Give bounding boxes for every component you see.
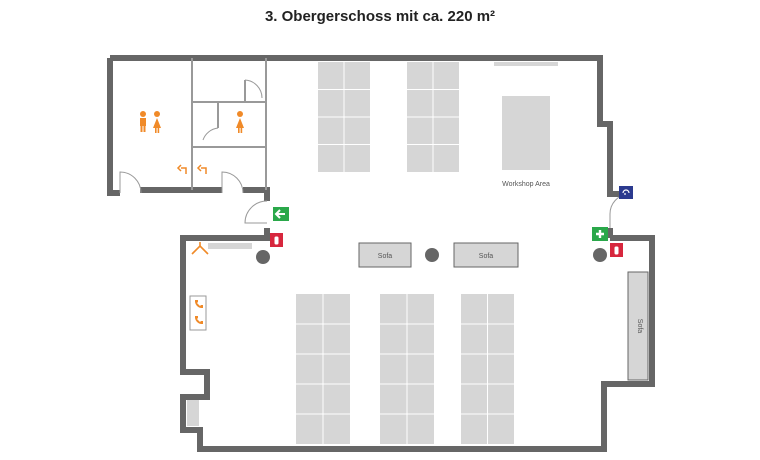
toilet-direction-icons (176, 164, 207, 174)
workshop-area-label: Workshop Area (502, 181, 550, 188)
pillar (593, 248, 607, 262)
first-aid-icon (592, 227, 608, 241)
fire-extinguisher-icon (610, 243, 623, 257)
sofa-right (453, 242, 519, 268)
sofa-right-label: Sofa (479, 253, 494, 260)
sofa-vertical (627, 271, 649, 381)
phone-icon (195, 316, 203, 324)
phone-icon (195, 300, 203, 308)
table-group (380, 294, 434, 444)
workshop-shelf (494, 62, 558, 66)
coat-rack-bar (208, 243, 252, 249)
pillar (256, 250, 270, 264)
restroom-woman-icon (236, 111, 244, 133)
workshop-table (502, 96, 550, 170)
sofa-left (358, 242, 412, 268)
page-title: 3. Obergerschoss mit ca. 220 m² (264, 8, 496, 25)
table-group (461, 294, 514, 444)
doors (119, 79, 629, 228)
table-group (296, 294, 350, 444)
restroom-couple-icon (140, 111, 161, 133)
lower-tables (296, 294, 514, 444)
pillar (425, 248, 439, 262)
table-group (318, 62, 370, 172)
hearing-loop-icon (619, 186, 633, 199)
coat-hanger-icon (191, 242, 209, 255)
sofa-left-label: Sofa (378, 253, 393, 260)
storage-box (187, 400, 199, 426)
table-group (407, 62, 459, 172)
upper-tables (318, 62, 459, 172)
inner-walls (191, 58, 267, 190)
fire-extinguisher-icon (270, 233, 283, 247)
sofa-vertical-label: Sofa (636, 319, 643, 334)
exit-arrow-icon (273, 207, 289, 221)
